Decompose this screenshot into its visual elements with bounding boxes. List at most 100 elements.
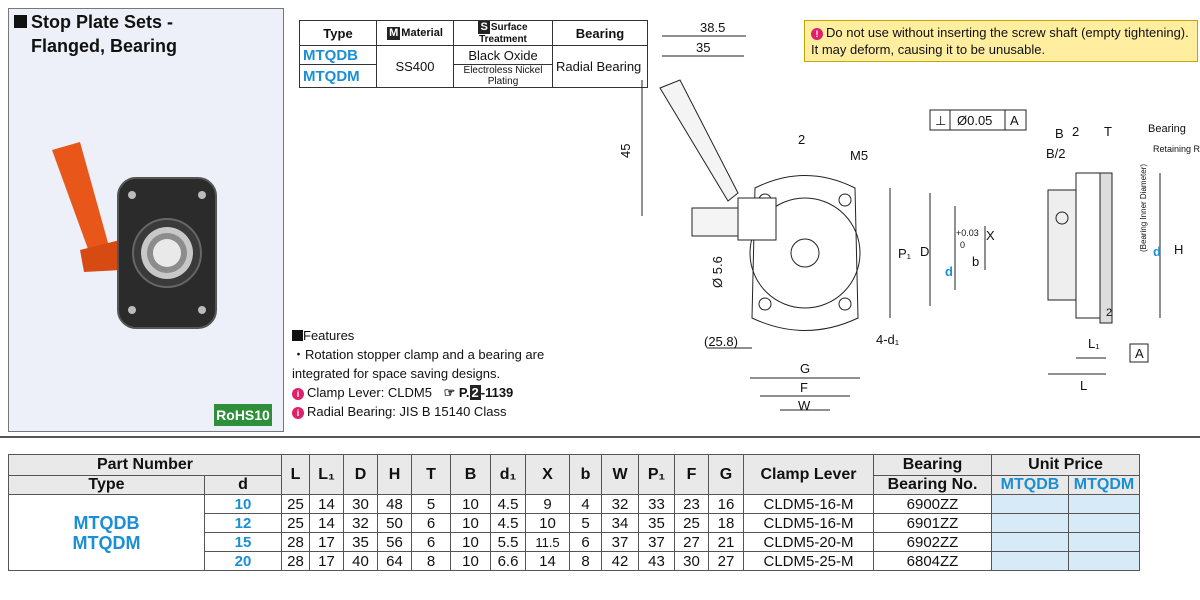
th-part-number: Part Number: [8, 454, 282, 476]
ref-a: A: [1135, 346, 1144, 361]
th-l1: L₁: [309, 454, 344, 495]
technical-drawing: 38.5 35 45 2 M5 Ø 5.6 P₁ (25.8) 4-d₁ G F…: [618, 20, 1200, 413]
price-mtqdb[interactable]: [991, 532, 1069, 552]
cell-clamp: CLDM5-25-M: [743, 551, 874, 571]
catalog-ref[interactable]: ☞ P.2-1139: [443, 385, 514, 400]
surface-tag-icon: S: [478, 21, 490, 34]
hole-icon: [758, 297, 772, 311]
cell-clamp: CLDM5-20-M: [743, 532, 874, 552]
dim-l: L: [1080, 378, 1087, 393]
dim-45: 45: [618, 144, 633, 158]
dim-d-blue: d: [1153, 244, 1161, 259]
warning-box: !Do not use without inserting the screw …: [804, 20, 1198, 62]
th-f: F: [674, 454, 709, 495]
dim-w: W: [798, 398, 811, 413]
th-g: G: [708, 454, 744, 495]
table-row: 20 28 17 40 64 8 10 6.6 14 8 42 43 30 27…: [9, 551, 1140, 571]
dim-5-6: Ø 5.6: [710, 256, 725, 288]
cell-d: 20: [204, 551, 282, 571]
lever-handle-icon: [52, 142, 110, 260]
screw-hole-icon: [128, 191, 136, 199]
screw-hole-icon: [198, 306, 206, 314]
cell-clamp: CLDM5-16-M: [743, 494, 874, 514]
dim-2-bottom: 2: [1106, 307, 1112, 319]
th-type: Type: [8, 475, 205, 495]
price-mtqdb[interactable]: [991, 494, 1069, 514]
price-mtqdb[interactable]: [991, 551, 1069, 571]
th-l: L: [281, 454, 310, 495]
cell-d: 12: [204, 513, 282, 533]
th-clamp-lever: Clamp Lever: [743, 454, 874, 495]
th-bearing: Bearing: [873, 454, 992, 476]
cell-clamp: CLDM5-16-M: [743, 513, 874, 533]
title-line-1: Stop Plate Sets -: [31, 12, 174, 32]
lever-outline: [659, 79, 739, 202]
material-tag-icon: M: [387, 26, 401, 40]
side-view: [1047, 189, 1077, 301]
dim-25-8: (25.8): [704, 334, 738, 349]
price-mtqdb[interactable]: [991, 513, 1069, 533]
cell-d: 15: [204, 532, 282, 552]
tol-value: Ø0.05: [957, 113, 992, 128]
label-inner-diameter: (Bearing Inner Diameter): [1139, 164, 1148, 252]
price-mtqdm[interactable]: [1068, 551, 1140, 571]
th-b-small: b: [569, 454, 602, 495]
cell-bearing-no: 6900ZZ: [873, 494, 992, 514]
front-view: [751, 175, 859, 331]
spec-surface-1: Black Oxide: [453, 45, 553, 65]
features-section: Features ・Rotation stopper clamp and a b…: [292, 326, 592, 421]
tol-ref: A: [1010, 113, 1019, 128]
cell-d: 10: [204, 494, 282, 514]
th-w: W: [601, 454, 639, 495]
dim-x: X: [986, 228, 995, 243]
lever-grip: [80, 240, 122, 272]
th-d-outer: D: [343, 454, 378, 495]
info-icon: i: [292, 407, 304, 419]
dim-b-small: b: [972, 254, 979, 269]
dim-d-tol-zero: 0: [960, 240, 965, 250]
dim-35: 35: [696, 40, 710, 55]
product-photo: [52, 142, 217, 329]
dim-4-d1: 4-d₁: [876, 332, 900, 347]
dim-d-big: D: [920, 244, 929, 259]
cell-bearing-no: 6902ZZ: [873, 532, 992, 552]
dim-38-5: 38.5: [700, 20, 725, 35]
spec-bearing: Radial Bearing: [552, 45, 648, 88]
tolerance-frame: [929, 109, 1027, 131]
price-mtqdm[interactable]: [1068, 513, 1140, 533]
label-bearing: Bearing: [1148, 123, 1186, 135]
features-heading: Features: [303, 328, 355, 343]
spec-surface-2: Electroless Nickel Plating: [453, 64, 553, 88]
th-h: H: [377, 454, 412, 495]
perpendicular-icon: ⊥: [935, 113, 946, 128]
dim-b: B: [1055, 126, 1064, 141]
dim-p1: P₁: [898, 246, 912, 261]
dim-f: F: [800, 380, 808, 395]
info-icon: i: [292, 388, 304, 400]
dim-m5: M5: [850, 148, 868, 163]
price-mtqdm[interactable]: [1068, 532, 1140, 552]
spec-header-bearing: Bearing: [552, 20, 648, 46]
title-square-icon: [14, 15, 27, 28]
cell-bearing-no: 6901ZZ: [873, 513, 992, 533]
dim-2: 2: [798, 132, 805, 147]
th-d: d: [204, 475, 282, 495]
dim-d-tol: +0.03: [956, 228, 979, 238]
product-title: Stop Plate Sets - Flanged, Bearing: [14, 10, 177, 58]
th-b: B: [450, 454, 491, 495]
rohs-badge: RoHS10: [214, 404, 272, 426]
dim-l1: L₁: [1088, 336, 1100, 351]
screw-hole-icon: [128, 306, 136, 314]
spec-material: SS400: [376, 45, 454, 88]
price-mtqdm[interactable]: [1068, 494, 1140, 514]
spec-type-2: MTQDM: [299, 64, 377, 88]
warning-text: Do not use without inserting the screw s…: [811, 25, 1189, 57]
title-line-2: Flanged, Bearing: [31, 36, 178, 56]
th-unit-price: Unit Price: [991, 454, 1140, 476]
dim-b-2: 2: [1072, 124, 1079, 139]
th-mtqdb: MTQDB: [991, 475, 1069, 495]
